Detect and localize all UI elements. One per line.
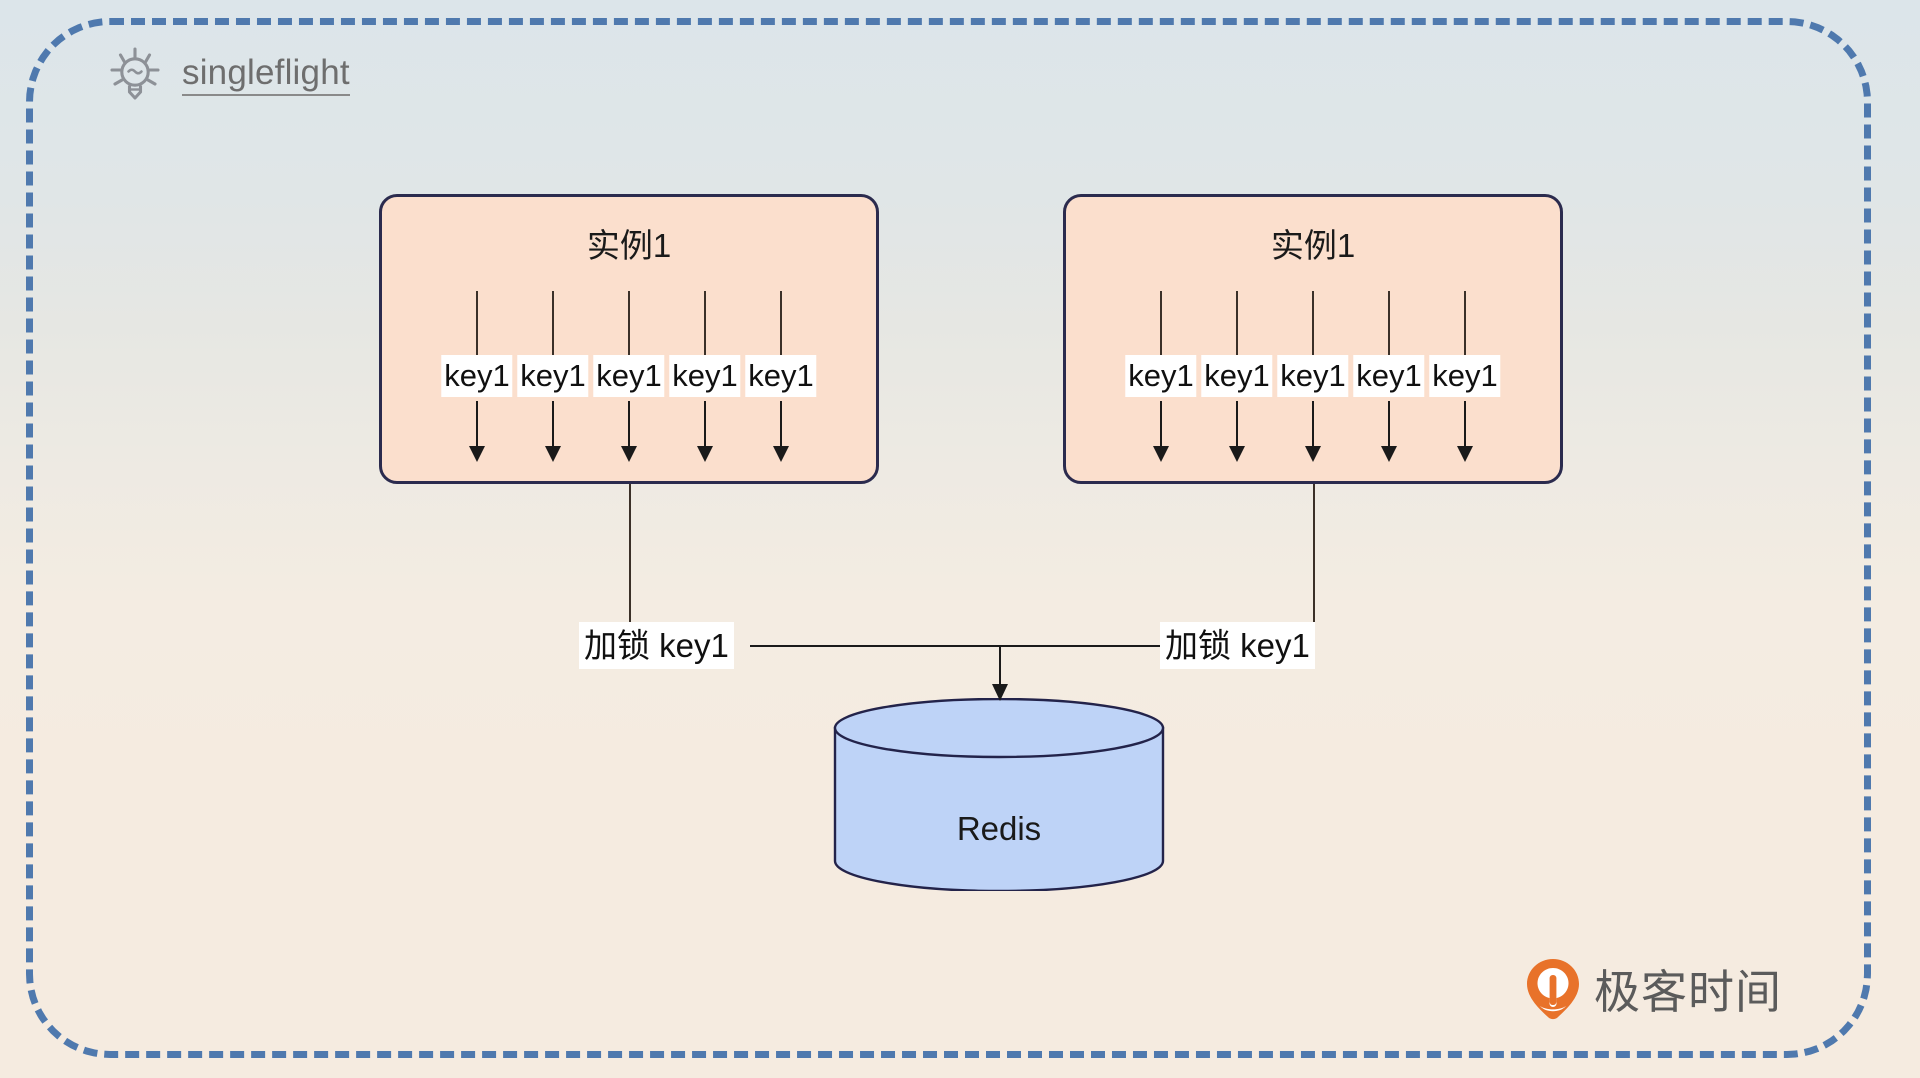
key-chip: key1: [1125, 355, 1197, 397]
lane-arrow-icon: [545, 446, 561, 462]
request-lane: key1: [667, 291, 743, 481]
lane-arrow-icon: [1381, 446, 1397, 462]
request-lanes: key1 key1 key1 key1: [382, 291, 876, 481]
lane-arrow-icon: [469, 446, 485, 462]
request-lane: key1: [1199, 291, 1275, 481]
lane-arrow-icon: [1229, 446, 1245, 462]
lane-arrow-icon: [1457, 446, 1473, 462]
lightbulb-icon: [106, 44, 164, 106]
brand-logo: 极客时间: [1526, 958, 1782, 1025]
singleflight-label: singleflight: [182, 55, 350, 96]
lane-stem-top: [704, 291, 706, 359]
request-lane: key1: [1427, 291, 1503, 481]
lane-arrow-icon: [773, 446, 789, 462]
instance-box-2: 实例1 key1 key1 key1 key1: [1063, 194, 1563, 484]
instance-title: 实例1: [1270, 227, 1356, 264]
request-lanes: key1 key1 key1 key1: [1066, 291, 1560, 481]
lane-stem-bottom: [780, 401, 782, 449]
geektime-pin-icon: [1526, 958, 1580, 1025]
lane-stem-top: [780, 291, 782, 359]
lane-stem-bottom: [628, 401, 630, 449]
lock-bus-drop-line: [999, 645, 1001, 687]
lane-stem-bottom: [476, 401, 478, 449]
lane-arrow-icon: [621, 446, 637, 462]
lock-bus-line: [750, 645, 1160, 647]
lane-arrow-icon: [697, 446, 713, 462]
lock-bus-arrow-icon: [992, 684, 1008, 701]
instance-box-1: 实例1 key1 key1 key1 key1: [379, 194, 879, 484]
lane-stem-top: [1464, 291, 1466, 359]
lane-arrow-icon: [1153, 446, 1169, 462]
lock-label-right: 加锁 key1: [1160, 622, 1315, 670]
dashed-frame-border: [26, 18, 1871, 1058]
lane-stem-top: [628, 291, 630, 359]
key-chip: key1: [1277, 355, 1349, 397]
lane-stem-bottom: [1236, 401, 1238, 449]
lane-stem-bottom: [1388, 401, 1390, 449]
lock-label-left: 加锁 key1: [579, 622, 734, 670]
connector-instance2-to-lock: [1313, 484, 1315, 644]
request-lane: key1: [743, 291, 819, 481]
key-chip: key1: [593, 355, 665, 397]
redis-cylinder: [833, 698, 1165, 891]
lane-stem-bottom: [1464, 401, 1466, 449]
lane-stem-top: [1160, 291, 1162, 359]
lane-stem-bottom: [704, 401, 706, 449]
key-chip: key1: [745, 355, 817, 397]
header: singleflight: [106, 44, 350, 106]
request-lane: key1: [439, 291, 515, 481]
key-chip: key1: [517, 355, 589, 397]
key-chip: key1: [669, 355, 741, 397]
connector-instance1-to-lock: [629, 484, 631, 644]
request-lane: key1: [1275, 291, 1351, 481]
lane-stem-top: [1388, 291, 1390, 359]
lane-stem-top: [1312, 291, 1314, 359]
key-chip: key1: [441, 355, 513, 397]
lane-stem-bottom: [1160, 401, 1162, 449]
key-chip: key1: [1201, 355, 1273, 397]
lane-stem-top: [552, 291, 554, 359]
lane-stem-top: [1236, 291, 1238, 359]
request-lane: key1: [1123, 291, 1199, 481]
brand-text: 极客时间: [1594, 965, 1782, 1018]
request-lane: key1: [591, 291, 667, 481]
request-lane: key1: [515, 291, 591, 481]
lane-stem-bottom: [1312, 401, 1314, 449]
key-chip: key1: [1429, 355, 1501, 397]
lane-stem-bottom: [552, 401, 554, 449]
request-lane: key1: [1351, 291, 1427, 481]
key-chip: key1: [1353, 355, 1425, 397]
lane-arrow-icon: [1305, 446, 1321, 462]
lane-stem-top: [476, 291, 478, 359]
instance-title: 实例1: [586, 227, 672, 264]
